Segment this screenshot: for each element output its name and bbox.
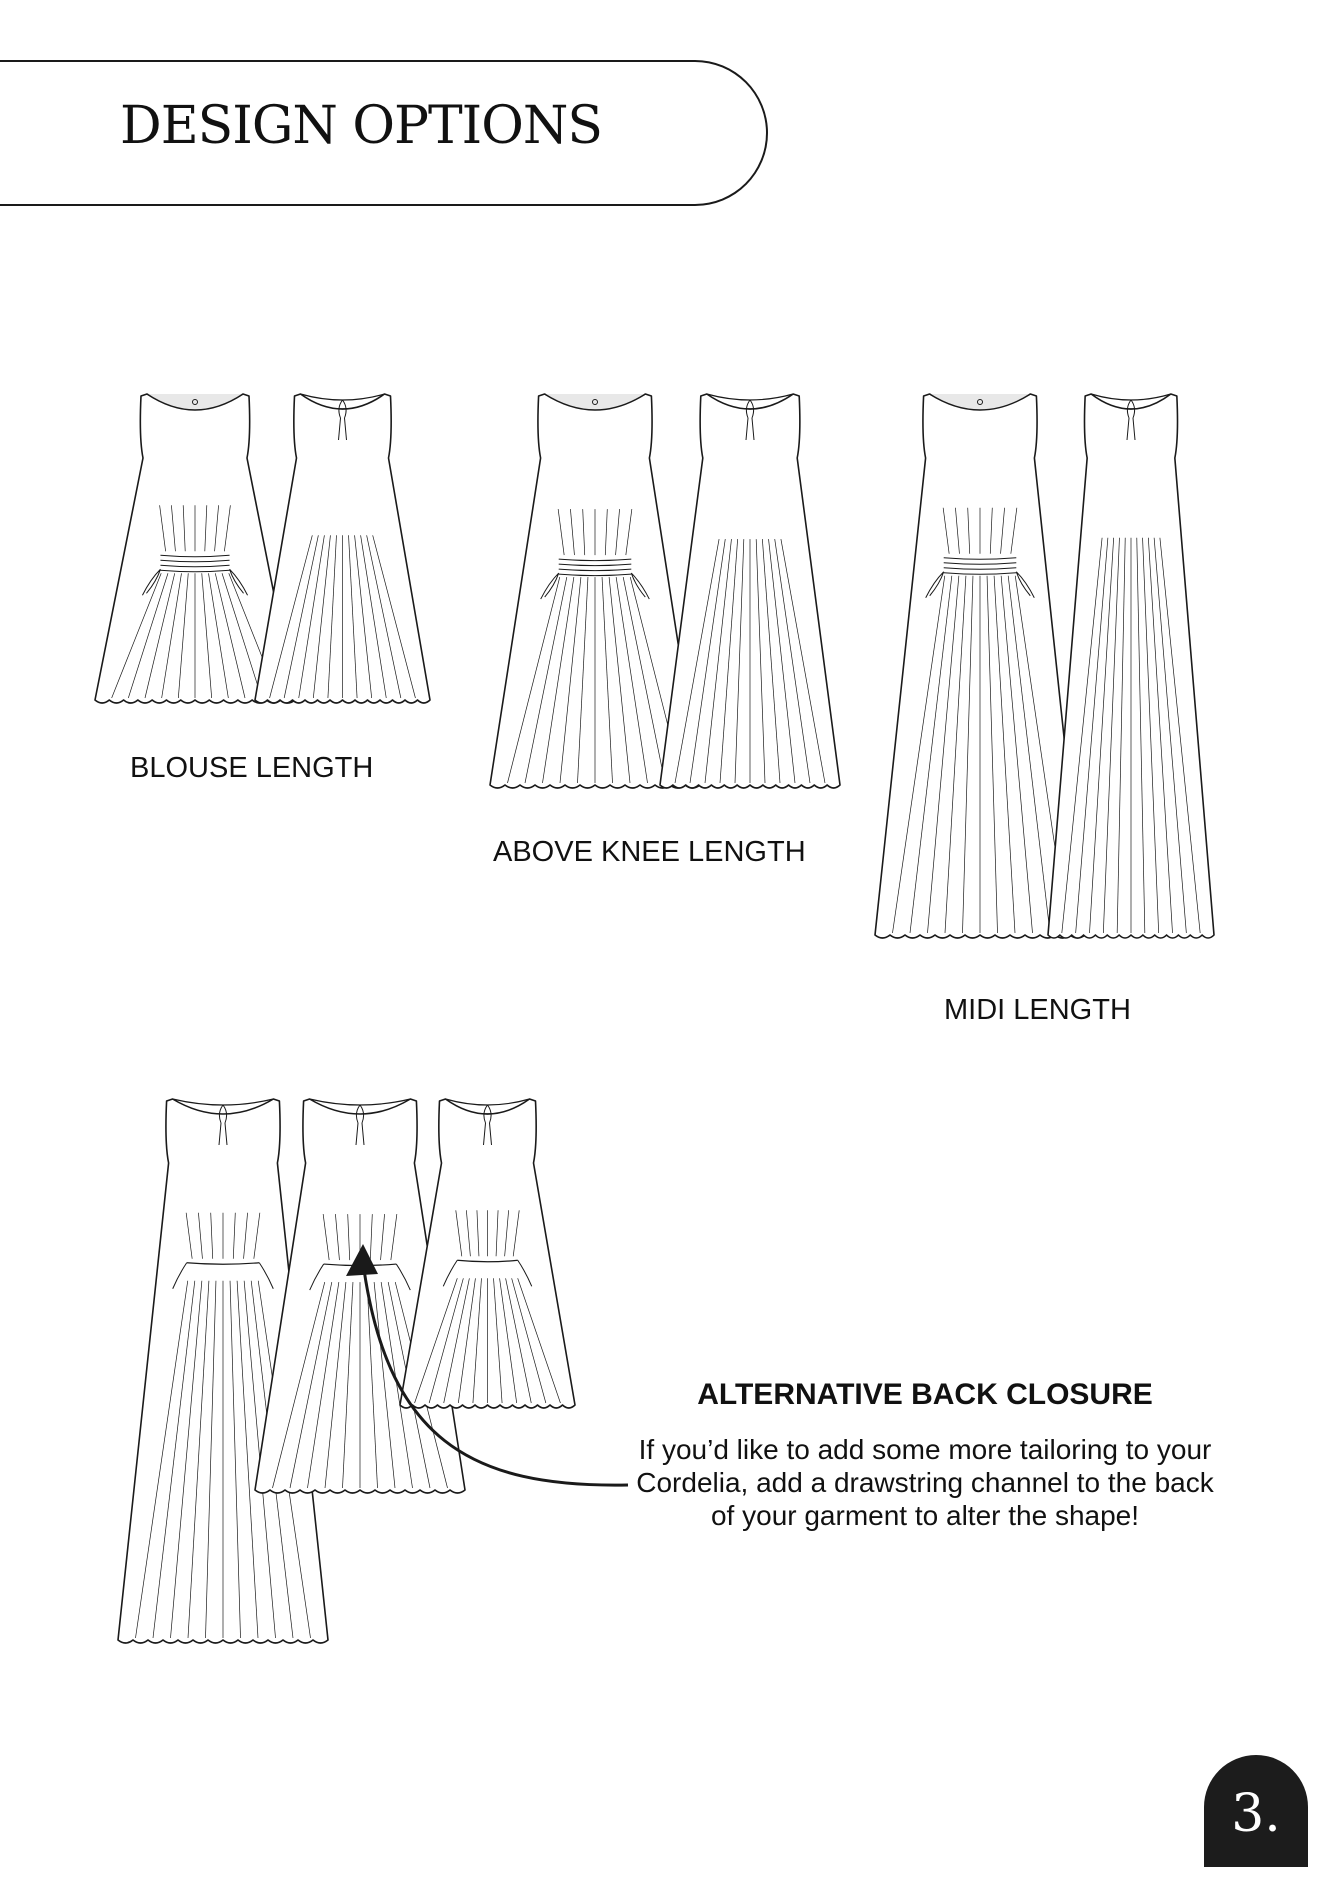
dress-back-drawstring-blouse — [399, 1098, 576, 1409]
arrow-head-icon — [346, 1244, 378, 1276]
page-number-badge: 3. — [1204, 1755, 1308, 1867]
blouse-length-illustration — [94, 393, 431, 704]
title-banner — [0, 60, 768, 206]
page-number: 3. — [1231, 1784, 1281, 1844]
label-above-knee-length: ABOVE KNEE LENGTH — [493, 836, 806, 868]
dress-back-midi — [1047, 393, 1215, 939]
dress-front-blouse — [94, 393, 296, 704]
dress-front-midi — [874, 393, 1086, 939]
alternative-back-closure-illustration — [117, 1098, 629, 1644]
alternative-closure-heading: ALTERNATIVE BACK CLOSURE — [697, 1378, 1153, 1411]
dress-back-drawstring-midi — [117, 1098, 329, 1644]
label-blouse-length: BLOUSE LENGTH — [130, 752, 374, 784]
above-knee-length-illustration — [489, 393, 841, 789]
dress-front-knee — [489, 393, 701, 789]
callout-arrow — [360, 1254, 629, 1487]
dress-back-blouse — [254, 393, 431, 704]
midi-length-illustration — [874, 393, 1215, 939]
alternative-closure-description: If you’d like to add some more tailoring… — [636, 1434, 1214, 1531]
dress-back-knee — [659, 393, 841, 789]
page-title: DESIGN OPTIONS — [120, 96, 603, 156]
label-midi-length: MIDI LENGTH — [944, 994, 1131, 1026]
